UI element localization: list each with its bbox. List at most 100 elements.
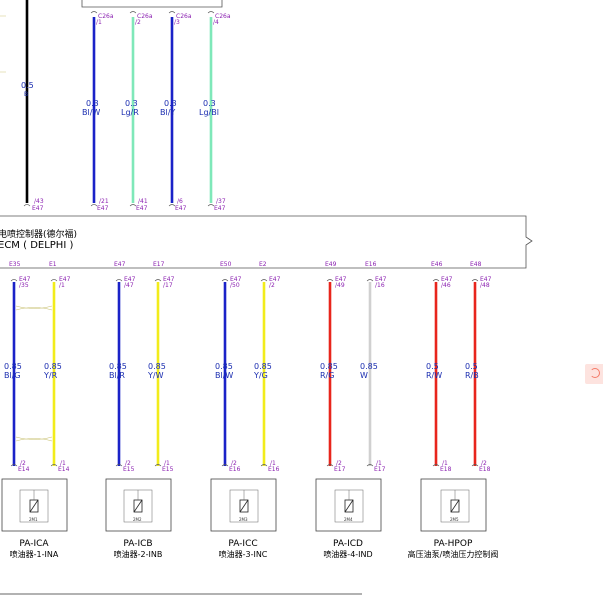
wire-color-code: Bl/W [215,371,233,380]
top-connector-code: C26a [137,13,153,20]
connector-code: E47 [441,276,453,283]
terminal-arc [207,204,215,207]
ecm-pin: E35 [9,261,21,268]
terminal-arc [432,279,440,282]
wire-gauge: 0.85 [109,362,127,371]
ecm-pin: E47 [114,261,126,268]
component-name: PA-HPOP [434,539,473,549]
terminal-arc [23,204,31,207]
connector-code: E47 [59,276,71,283]
wire-color-code: Y/G [253,371,268,380]
pin-number: /2 [125,460,131,467]
connector-code: E15 [123,466,135,473]
terminal-arc [154,279,162,282]
top-connector-code: C26a [176,13,192,20]
wire-color-code: Y/W [147,371,164,380]
pin-number: /2 [481,460,487,467]
top-pin-number: /4 [213,19,219,26]
coil-diagonal [450,499,460,513]
pin-number: /46 [441,282,451,289]
terminal-arc [50,279,58,282]
pin-number: /1 [59,282,65,289]
terminal-arc [207,11,215,14]
connector-code: E47 [32,205,44,212]
side-tab-button[interactable] [585,364,603,384]
terminal-arc [90,11,98,14]
terminal-arc [50,464,58,467]
connector-code: E14 [58,466,70,473]
component-glyph: 2M1 [29,517,38,522]
ecm-pin: E48 [470,261,482,268]
component-name: PA-ICC [228,539,257,549]
top-pin-number: /1 [96,19,102,26]
terminal-arc [168,204,176,207]
pin-number: /21 [99,198,109,205]
pin-number: /47 [124,282,134,289]
terminal-arc [10,464,18,467]
pin-number: /1 [442,460,448,467]
terminal-arc [90,204,98,207]
connector-code: E47 [19,276,31,283]
pin-number: /1 [164,460,170,467]
terminal-arc [115,279,123,282]
connector-code: E47 [175,205,187,212]
twist-marker [15,436,53,442]
top-wires: C26a/10.3Bl/W/21E47E21C26a/20.3Lg/R/41E4… [82,11,231,225]
wire-gauge: 0.5 [465,362,478,371]
coil-diagonal [344,499,354,513]
terminal-arc [154,464,162,467]
ecm-title-en: ECM ( DELPHI ) [0,240,73,251]
coil-diagonal [29,499,39,513]
pin-number: /49 [335,282,345,289]
connector-code: E16 [268,466,280,473]
terminal-arc [366,279,374,282]
terminal-arc [260,464,268,467]
wire-gauge: 0.85 [360,362,378,371]
connector-code: E47 [163,276,175,283]
pin-number: /1 [376,460,382,467]
connector-code: E17 [334,466,346,473]
top-connector-code: C26a [98,13,114,20]
connector-code: E47 [214,205,226,212]
ecm-pin: E49 [325,261,337,268]
component-glyph: 2M4 [344,517,353,522]
component-description: 喷油器-1-INA [10,549,59,559]
components: 2M1PA-ICA喷油器-1-INA2M2PA-ICB喷油器-2-INB2M3P… [1,478,499,559]
connector-code: E47 [269,276,281,283]
terminal-arc [471,464,479,467]
wire-color-code: Y/R [43,371,58,380]
pin-number: /35 [19,282,29,289]
connector-code: E47 [480,276,492,283]
wire-gauge: 0.3 [203,99,216,108]
coil-diagonal [133,499,143,513]
wire-color-code: Bl/R [109,371,125,380]
terminal-arc [129,204,137,207]
wire-gauge: 0.85 [254,362,272,371]
component-description: 高压油泵/喷油压力控制阀 [408,549,499,559]
bottom-wires: E35E47/350.85Bl/G/2E14E1E47/10.85Y/R/1E1… [4,261,492,473]
connector-code: E47 [97,205,109,212]
pin-number: /2 [20,460,26,467]
pin-number: /16 [375,282,385,289]
top-connector-outline [81,0,223,8]
terminal-arc [432,464,440,467]
top-connector-code: C26a [215,13,231,20]
ecm-pin: E17 [153,261,165,268]
component-glyph: 2M3 [239,517,248,522]
coil-diagonal [239,499,249,513]
connector-code: E47 [375,276,387,283]
wire-color-code: R/B [465,371,479,380]
wire-color-code: B [24,91,28,98]
twist-marker [15,305,53,311]
component-description: 喷油器-4-IND [323,549,372,559]
connector-code: E47 [230,276,242,283]
pin-number: /17 [163,282,173,289]
wire-gauge: 0.85 [4,362,22,371]
component-name: PA-ICB [123,539,152,549]
pin-number: /50 [230,282,240,289]
pin-number: /6 [177,198,183,205]
component-name: PA-ICA [19,539,49,549]
pin-number: /1 [270,460,276,467]
terminal-arc [10,279,18,282]
wire-gauge: 0.85 [44,362,62,371]
